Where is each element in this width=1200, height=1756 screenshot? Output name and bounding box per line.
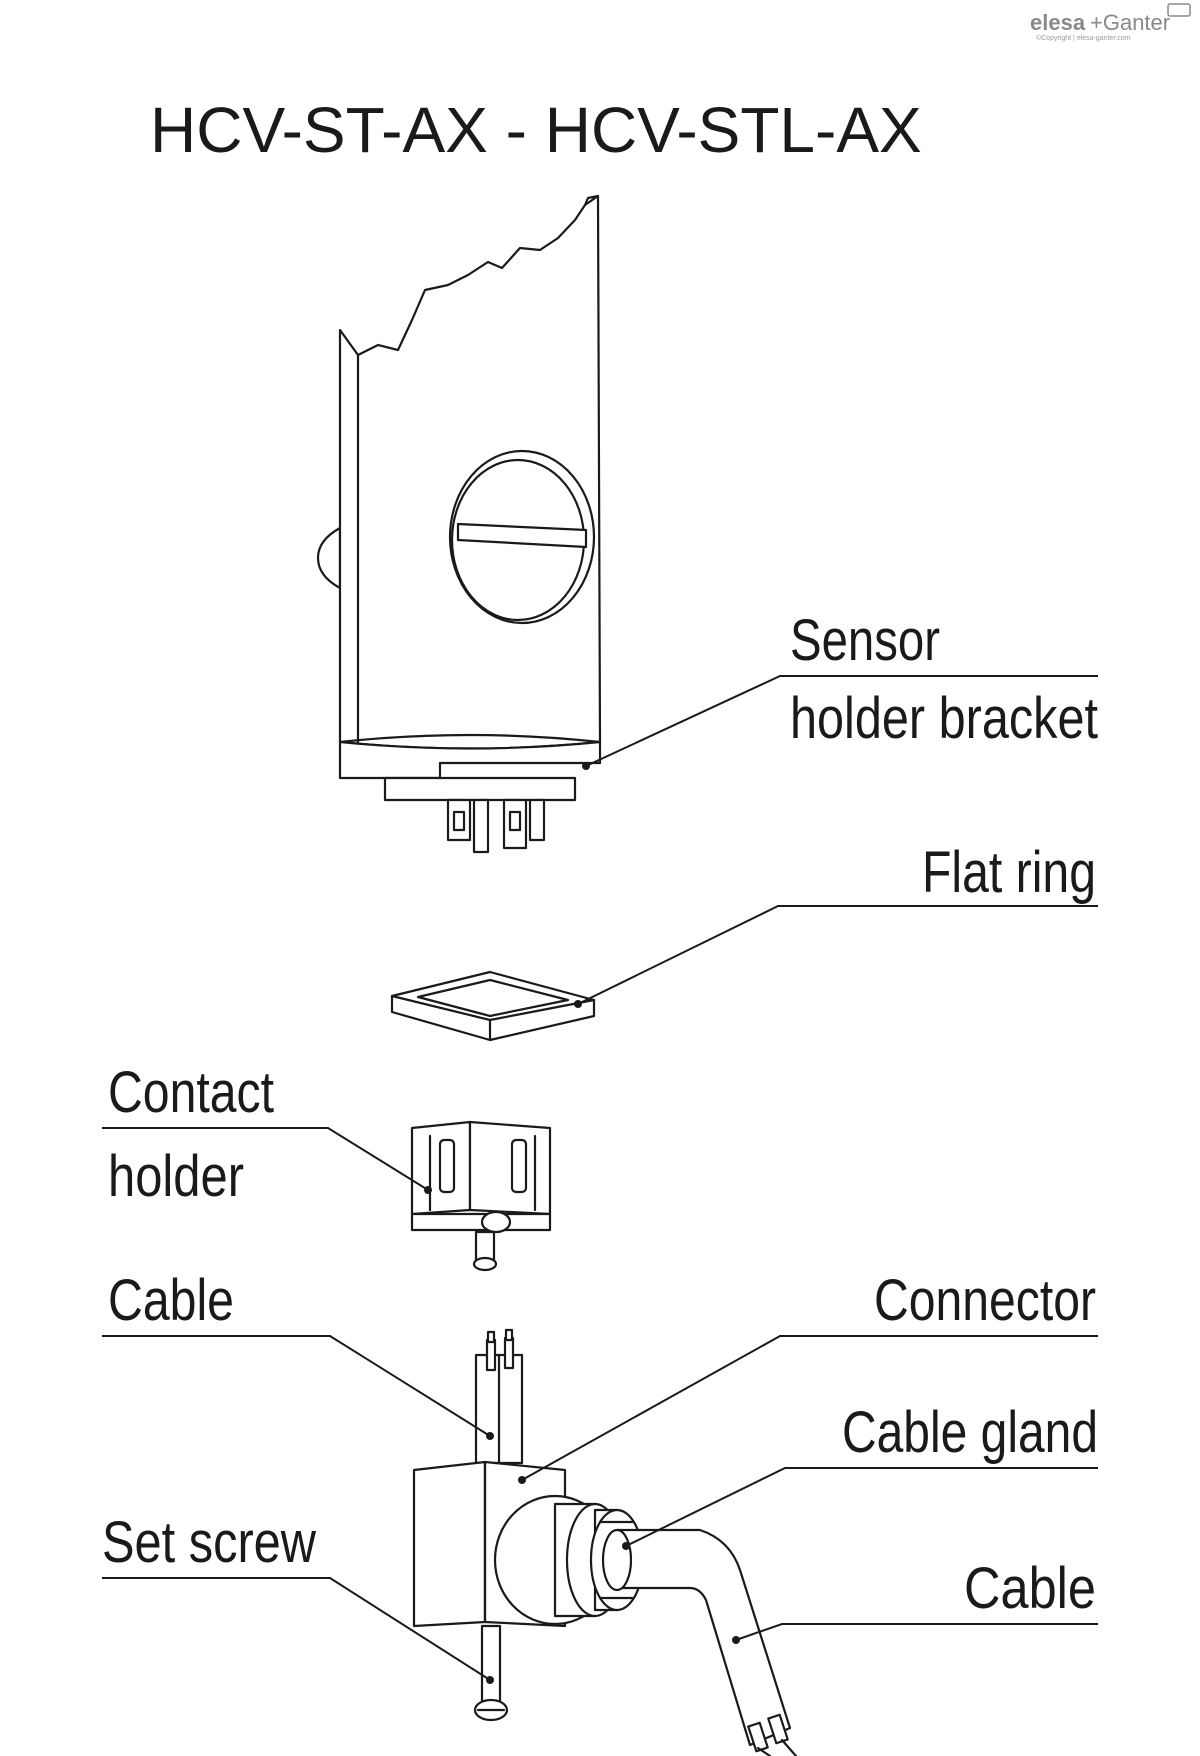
- flat-ring-hole: [416, 978, 570, 1018]
- label-cable-top: Cable: [108, 1268, 234, 1333]
- brand-logo: elesa +Ganter ©Copyright | elesa-ganter.…: [1030, 3, 1191, 42]
- label-flat-ring: Flat ring: [922, 840, 1096, 905]
- bracket-skirt: [338, 740, 602, 780]
- sensor-holder-bracket-drawing: [316, 194, 602, 854]
- leader-connector: [521, 1335, 1098, 1481]
- connector-assembly-drawing: [412, 1328, 798, 1756]
- leader-cable-gland: [625, 1467, 1098, 1547]
- bracket-base: [383, 776, 577, 802]
- label-sensor-line2: holder bracket: [790, 686, 1098, 751]
- leader-set-screw: [102, 1577, 491, 1681]
- leader-cable-top: [102, 1335, 491, 1437]
- leader-sensor-holder-bracket: [585, 675, 1098, 767]
- contact-holder-screw-head: [480, 1210, 512, 1234]
- logo-elesa: elesa: [1030, 10, 1086, 35]
- label-set-screw: Set screw: [102, 1510, 317, 1575]
- set-screw-drawing: [473, 1624, 509, 1722]
- label-contact-line2: holder: [108, 1144, 244, 1209]
- diagram-title: HCV-ST-AX - HCV-STL-AX: [150, 94, 922, 166]
- callout-labels: Sensor holder bracket Flat ring Contact …: [102, 608, 1098, 1621]
- bracket-knob-slot: [456, 522, 588, 549]
- contact-holder-right-face: [468, 1120, 552, 1216]
- label-contact-line1: Contact: [108, 1060, 274, 1125]
- label-cable-bottom: Cable: [964, 1556, 1096, 1621]
- bracket-blades: [446, 798, 546, 854]
- bottom-cable-drawing: [601, 1528, 798, 1756]
- leader-cable-bottom: [735, 1623, 1098, 1641]
- logo-badge-icon: [1167, 3, 1191, 17]
- leader-lines: [102, 675, 1098, 1684]
- label-sensor-line1: Sensor: [790, 608, 940, 673]
- leader-flat-ring: [577, 905, 1098, 1005]
- flat-ring-drawing: [390, 970, 596, 1042]
- top-cable-drawing: [474, 1328, 524, 1465]
- logo-copyright: ©Copyright | elesa-ganter.com: [1036, 34, 1131, 42]
- logo-ganter: +Ganter: [1090, 10, 1170, 35]
- label-connector: Connector: [874, 1268, 1096, 1333]
- bracket-dome: [316, 526, 342, 590]
- connector-block-left: [412, 1460, 487, 1628]
- contact-holder-drawing: [410, 1120, 552, 1272]
- leader-contact-holder: [102, 1127, 429, 1191]
- label-cable-gland: Cable gland: [842, 1400, 1098, 1465]
